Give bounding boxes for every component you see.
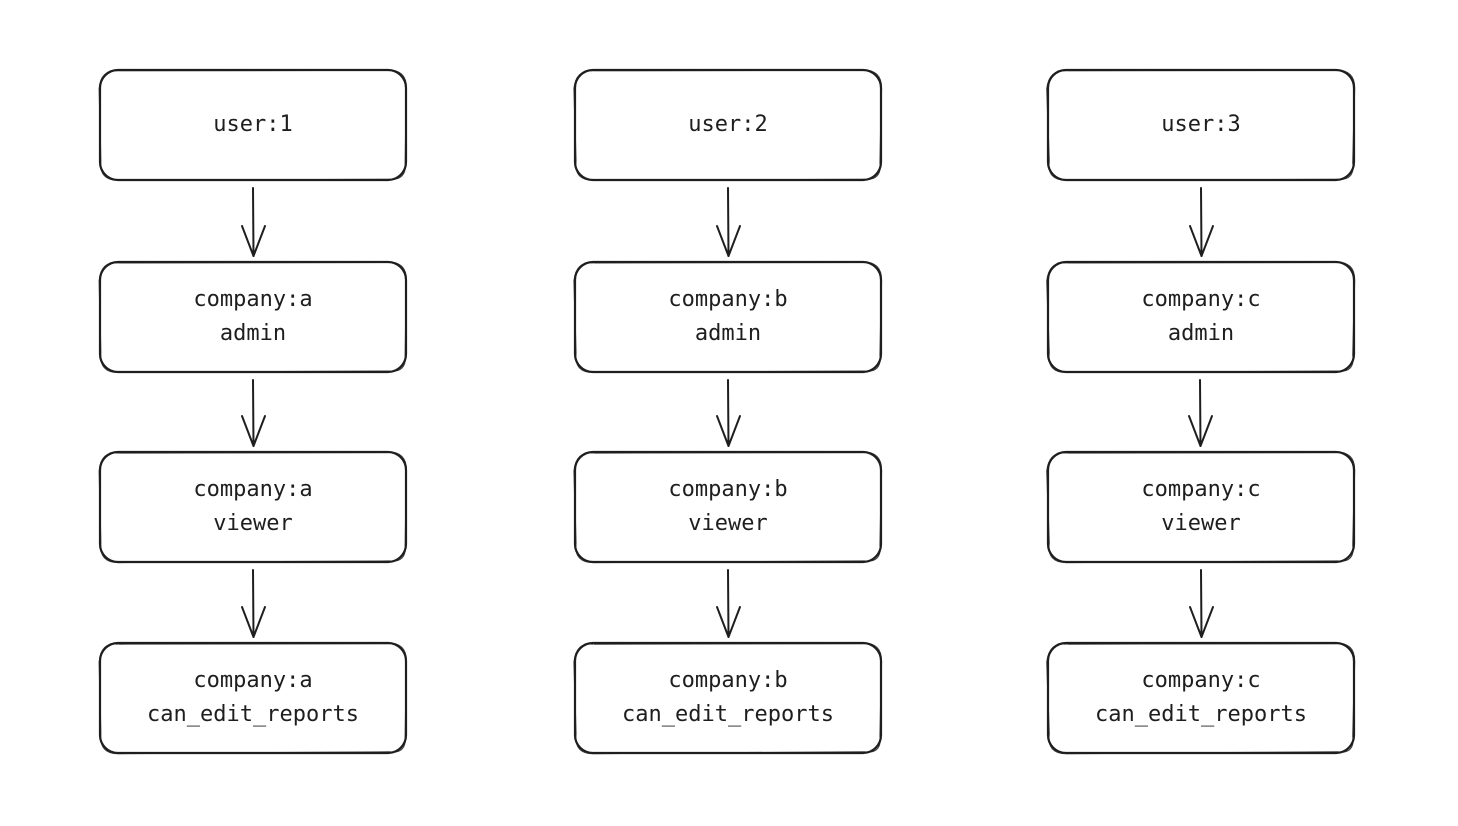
arrow-shaft <box>252 379 255 447</box>
node-box-sketch <box>573 69 883 181</box>
node-box <box>1046 260 1356 374</box>
flow-arrow <box>241 187 266 257</box>
node-user-2-2[interactable]: company:b viewer <box>573 450 883 564</box>
arrow-shaft <box>727 569 730 638</box>
node-label-line: viewer <box>213 511 292 536</box>
flow-arrow <box>1189 569 1214 638</box>
node-box <box>98 260 408 374</box>
node-label-line: viewer <box>688 511 767 536</box>
flow-arrow <box>1189 187 1214 257</box>
node-label-line: user:2 <box>688 112 767 137</box>
node-box-sketch <box>1046 69 1356 181</box>
arrow-shaft <box>252 187 255 257</box>
arrow-shaft <box>1200 569 1203 638</box>
arrow-shaft <box>1200 187 1203 257</box>
node-label-line: admin <box>1168 321 1234 346</box>
node-box-sketch <box>98 451 408 564</box>
node-box <box>1046 641 1356 755</box>
node-label-line: company:b <box>668 287 787 312</box>
node-user-1-0[interactable]: user:1 <box>98 68 408 182</box>
column-user-2: user:2company:badmincompany:bviewercompa… <box>573 68 883 755</box>
arrow-head <box>241 415 266 447</box>
node-box-sketch <box>1046 261 1356 374</box>
node-label-line: can_edit_reports <box>622 702 834 727</box>
arrow-head <box>716 225 741 257</box>
node-user-3-1[interactable]: company:c admin <box>1046 260 1356 374</box>
flow-arrow <box>1188 379 1213 447</box>
node-label-line: company:b <box>668 668 787 693</box>
node-user-1-1[interactable]: company:a admin <box>98 260 408 374</box>
node-label-line: company:a <box>193 668 312 693</box>
node-box-sketch <box>573 642 883 755</box>
node-box <box>573 641 883 755</box>
node-user-2-3[interactable]: company:b can_edit_reports <box>573 641 883 755</box>
arrow-head <box>1188 415 1213 447</box>
node-box-sketch <box>98 261 408 374</box>
arrow-head <box>241 606 266 638</box>
node-box-sketch <box>98 69 408 181</box>
node-label-line: admin <box>695 321 761 346</box>
node-user-1-3[interactable]: company:a can_edit_reports <box>98 641 408 755</box>
node-label-line: company:b <box>668 477 787 502</box>
arrow-shaft <box>727 187 730 257</box>
flow-arrow <box>241 379 266 447</box>
node-box <box>1046 450 1356 564</box>
node-user-2-1[interactable]: company:b admin <box>573 260 883 374</box>
flow-arrow <box>716 569 741 638</box>
node-box <box>98 641 408 755</box>
node-label-line: company:a <box>193 287 312 312</box>
node-label-line: admin <box>220 321 286 346</box>
node-label-line: company:c <box>1141 287 1260 312</box>
node-box-sketch <box>573 451 883 564</box>
node-box <box>573 260 883 374</box>
arrow-head <box>1189 606 1214 638</box>
node-box-sketch <box>1046 451 1356 564</box>
node-user-2-0[interactable]: user:2 <box>573 68 883 182</box>
node-box-sketch <box>98 642 408 755</box>
flow-arrow <box>716 379 741 447</box>
column-user-1: user:1company:aadmincompany:aviewercompa… <box>98 68 408 755</box>
arrow-head <box>716 606 741 638</box>
arrow-shaft <box>1199 379 1202 447</box>
flow-arrow <box>716 187 741 257</box>
node-label-line: user:1 <box>213 112 292 137</box>
node-label-line: user:3 <box>1161 112 1240 137</box>
arrow-head <box>241 225 266 257</box>
arrow-shaft <box>727 379 730 447</box>
node-box <box>573 450 883 564</box>
node-label-line: can_edit_reports <box>1095 702 1307 727</box>
node-user-3-2[interactable]: company:c viewer <box>1046 450 1356 564</box>
node-label-line: company:a <box>193 477 312 502</box>
node-label-line: company:c <box>1141 477 1260 502</box>
node-label-line: viewer <box>1161 511 1240 536</box>
node-box-sketch <box>573 261 883 374</box>
arrow-head <box>716 415 741 447</box>
arrow-shaft <box>252 569 255 638</box>
node-label-line: can_edit_reports <box>147 702 359 727</box>
node-label-line: company:c <box>1141 668 1260 693</box>
column-user-3: user:3company:cadmincompany:cviewercompa… <box>1046 68 1356 755</box>
node-user-3-0[interactable]: user:3 <box>1046 68 1356 182</box>
node-user-1-2[interactable]: company:a viewer <box>98 450 408 564</box>
node-box-sketch <box>1046 642 1356 755</box>
flow-arrow <box>241 569 266 638</box>
node-box <box>98 450 408 564</box>
arrow-head <box>1189 225 1214 257</box>
node-user-3-3[interactable]: company:c can_edit_reports <box>1046 641 1356 755</box>
